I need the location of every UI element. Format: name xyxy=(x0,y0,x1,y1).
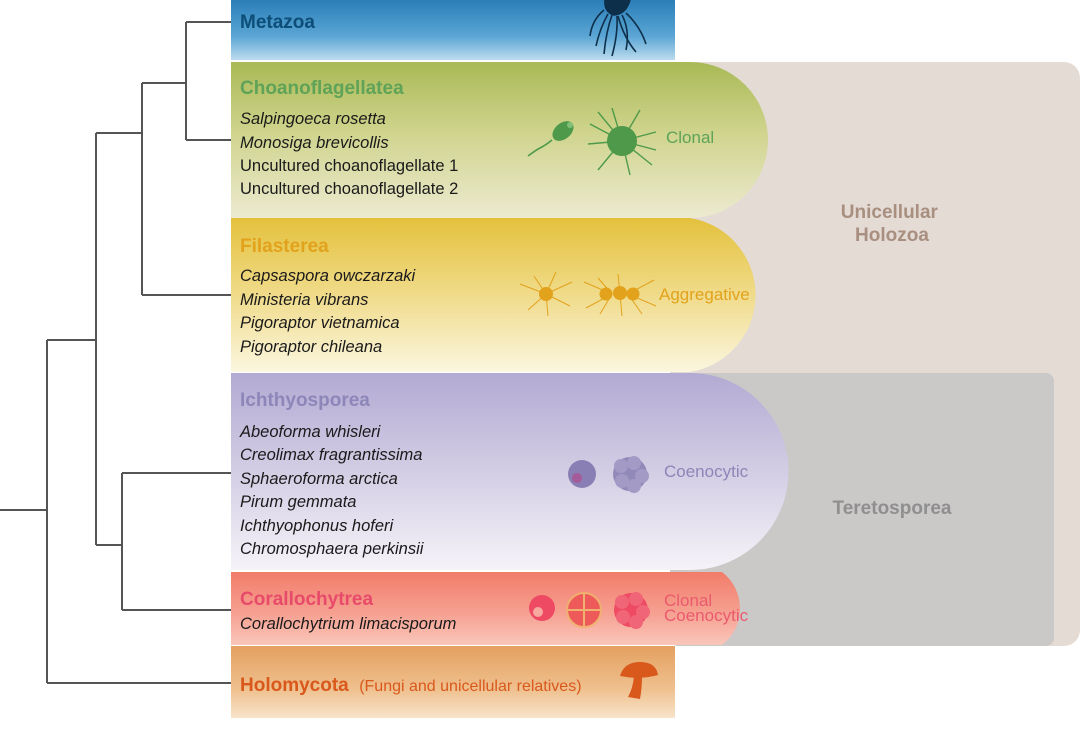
filasterea-species: Capsaspora owczarzaki Ministeria vibrans… xyxy=(240,267,416,356)
ichthyosporea-title: Ichthyosporea xyxy=(240,390,370,411)
species-label: Creolimax fragrantissima xyxy=(240,446,422,464)
filasterea-panel xyxy=(231,218,756,372)
species-label: Capsaspora owczarzaki xyxy=(240,267,416,285)
single-cell-icon xyxy=(529,595,555,621)
holomycota-name: Holomycota xyxy=(240,675,349,696)
corallochytrea-title: Corallochytrea xyxy=(240,589,373,610)
corallochytrea-stage-label: Coenocytic xyxy=(664,606,749,625)
species-label: Uncultured choanoflagellate 2 xyxy=(240,180,458,198)
rosette-colony-icon xyxy=(587,107,657,176)
filopodiated-cell-icon xyxy=(519,271,573,317)
species-label: Ichthyophonus hoferi xyxy=(240,517,395,535)
filasterea-title: Filasterea xyxy=(240,236,329,257)
mushroom-icon xyxy=(620,662,658,699)
corallochytrea-panel xyxy=(231,572,741,645)
choanoflagellatea-stage-label: Clonal xyxy=(666,128,714,147)
dividing-cell-icon xyxy=(566,592,602,628)
species-label: Chromosphaera perkinsii xyxy=(240,540,425,558)
holomycota-title: Holomycota (Fungi and unicellular relati… xyxy=(240,675,582,696)
unicellular-holozoa-label-line: Unicellular xyxy=(841,202,939,223)
species-label: Pigoraptor chileana xyxy=(240,338,382,356)
coenocyte-icon xyxy=(613,456,649,493)
unicellular-holozoa-label: Unicellular Holozoa xyxy=(841,202,943,246)
holomycota-note: (Fungi and unicellular relatives) xyxy=(359,678,581,695)
species-label: Corallochytrium limacisporum xyxy=(240,615,456,633)
single-cell-icon xyxy=(568,460,596,488)
species-label: Monosiga brevicollis xyxy=(240,134,389,152)
choanoflagellatea-title: Choanoflagellatea xyxy=(240,78,404,99)
ichthyosporea-panel xyxy=(231,373,789,570)
species-label: Ministeria vibrans xyxy=(240,291,368,309)
teretosporea-label: Teretosporea xyxy=(833,498,952,519)
corallochytrea-species: Corallochytrium limacisporum xyxy=(240,615,456,633)
phylogenetic-tree xyxy=(0,21,231,684)
species-label: Salpingoeca rosetta xyxy=(240,110,386,128)
species-label: Uncultured choanoflagellate 1 xyxy=(240,157,458,175)
choanoflagellatea-species: Salpingoeca rosetta Monosiga brevicollis… xyxy=(240,110,458,198)
choanoflagellatea-panel xyxy=(231,62,768,218)
metazoa-title: Metazoa xyxy=(240,12,315,33)
coenocyte-icon xyxy=(614,592,650,629)
cell-aggregate-icon xyxy=(583,273,657,317)
jellyfish-icon xyxy=(589,0,647,57)
filasterea-stage-label: Aggregative xyxy=(659,285,750,304)
ichthyosporea-species: Abeoforma whisleri Creolimax fragrantiss… xyxy=(239,423,425,558)
corallochytrea-stage-label: Clonal xyxy=(664,591,712,610)
species-label: Pirum gemmata xyxy=(240,493,356,511)
flagellate-cell-icon xyxy=(527,121,574,157)
species-label: Abeoforma whisleri xyxy=(239,423,382,441)
species-label: Sphaeroforma arctica xyxy=(240,470,398,488)
unicellular-holozoa-label-line: Holozoa xyxy=(855,225,929,246)
species-label: Pigoraptor vietnamica xyxy=(240,314,400,332)
ichthyosporea-stage-label: Coenocytic xyxy=(664,462,749,481)
holomycota-panel xyxy=(231,646,675,718)
